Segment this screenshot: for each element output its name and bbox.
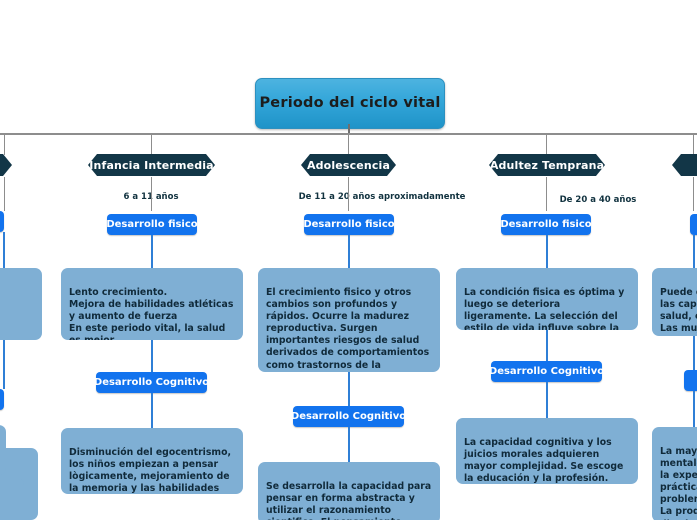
stage-2-stem-blue-3 xyxy=(348,427,350,462)
content-physical-adultez: La condición fisica es óptima y luego se… xyxy=(456,268,638,330)
pill-cognitive-0[interactable] xyxy=(0,389,4,410)
stage-0-stem-blue-2 xyxy=(3,340,5,389)
content-cognitive-adolescencia: Se desarrolla la capacidad para pensar e… xyxy=(258,462,440,520)
stage-2-stem-blue-2 xyxy=(348,372,350,406)
stage-2-stem-gray xyxy=(348,177,349,211)
stage-3-stem-gray xyxy=(546,177,547,211)
content-physical-right: Puede o las capa salud, e Las muj menopa xyxy=(652,268,697,336)
content-physical-infancia: Lento crecimiento. Mejora de habilidades… xyxy=(61,268,243,340)
content-cognitive-0b: oria. decible. xyxy=(0,478,24,520)
stage-0-stem-gray xyxy=(4,177,5,211)
stage-header-infancia-intermedia[interactable]: Infancia Intermedia xyxy=(88,154,215,176)
pill-cognitive-adolescencia[interactable]: Desarrollo Cognitivo xyxy=(290,406,407,427)
age-label-infancia-intermedia: 6 a 11 años xyxy=(123,192,179,202)
stage-3-stem-blue xyxy=(546,235,548,268)
age-label-adultez-temprana: De 20 a 40 años xyxy=(559,195,637,205)
stage-3-stem-blue-3 xyxy=(546,382,548,418)
stage-1-stem-gray xyxy=(151,177,152,211)
pill-label: Desarrollo Cognitivo xyxy=(93,377,210,388)
stage-0-stem-blue xyxy=(3,232,5,268)
content-physical-0: ariencia porales ad fina xyxy=(0,268,42,340)
pill-label: Desarrollo Cognitivo xyxy=(488,366,605,377)
stage-1-stem-blue xyxy=(151,235,153,268)
content-text: La mayo mentale la exper práctica proble… xyxy=(660,446,697,520)
stage-header-adolescencia[interactable]: Adolescencia xyxy=(301,154,396,176)
branch-drop-1 xyxy=(151,134,152,155)
branch-drop-4 xyxy=(693,134,694,155)
stage-3-stem-blue-2 xyxy=(546,330,548,361)
root-connector xyxy=(348,124,350,134)
pill-cognitive-right[interactable]: D xyxy=(684,370,697,391)
content-cognitive-right: La mayo mentale la exper práctica proble… xyxy=(652,427,697,520)
stage-header-right-partial[interactable]: A xyxy=(672,154,697,176)
stage-4-stem-blue-2 xyxy=(693,336,695,370)
branch-drop-3 xyxy=(546,134,547,155)
stage-4-stem-blue-3 xyxy=(693,391,695,427)
branch-drop-2 xyxy=(348,134,349,155)
content-text: Disminución del egocentrismo, los niños … xyxy=(69,447,232,494)
age-label-adolescencia: De 11 a 20 años aproximadamente xyxy=(298,192,466,202)
content-sliver-left xyxy=(0,425,6,475)
stage-1-stem-blue-2 xyxy=(151,340,153,372)
content-text: La capacidad cognitiva y los juicios mor… xyxy=(464,437,624,484)
content-text: El crecimiento fisico y otros cambios so… xyxy=(266,287,430,372)
pill-physical-infancia[interactable]: Desarrollo fisico xyxy=(106,214,198,235)
content-text: Puede o las capa salud, e Las muj menopa xyxy=(660,287,697,336)
pill-physical-0[interactable] xyxy=(0,211,4,232)
pill-label: Desarrollo fisico xyxy=(106,219,198,230)
content-physical-adolescencia: El crecimiento fisico y otros cambios so… xyxy=(258,268,440,372)
pill-cognitive-infancia[interactable]: Desarrollo Cognitivo xyxy=(93,372,210,393)
stage-header-left-partial[interactable] xyxy=(0,154,12,176)
stage-header-label: Infancia Intermedia xyxy=(89,158,214,172)
pill-physical-right[interactable] xyxy=(690,214,697,235)
branch-drop-0 xyxy=(4,134,5,155)
stage-1-stem-blue-3 xyxy=(151,393,153,428)
content-text: Se desarrolla la capacidad para pensar e… xyxy=(266,481,432,520)
pill-label: Desarrollo fisico xyxy=(303,219,395,230)
stage-4-stem-gray xyxy=(693,177,694,211)
stage-header-adultez-temprana[interactable]: Adultez Temprana xyxy=(489,154,605,176)
pill-label: Desarrollo Cognitivo xyxy=(290,411,407,422)
content-text: La condición fisica es óptima y luego se… xyxy=(464,287,625,330)
stage-2-stem-blue xyxy=(348,235,350,268)
content-cognitive-infancia: Disminución del egocentrismo, los niños … xyxy=(61,428,243,494)
pill-physical-adultez[interactable]: Desarrollo fisico xyxy=(500,214,592,235)
content-text: Lento crecimiento. Mejora de habilidades… xyxy=(69,287,234,340)
content-cognitive-adultez: La capacidad cognitiva y los juicios mor… xyxy=(456,418,638,484)
stage-header-label: Adultez Temprana xyxy=(489,158,605,172)
pill-label: Desarrollo fisico xyxy=(500,219,592,230)
root-title: Periodo del ciclo vital xyxy=(259,94,441,111)
stage-header-label: Adolescencia xyxy=(306,158,391,172)
pill-physical-adolescencia[interactable]: Desarrollo fisico xyxy=(303,214,395,235)
pill-cognitive-adultez[interactable]: Desarrollo Cognitivo xyxy=(488,361,605,382)
stage-4-stem-blue xyxy=(693,235,695,268)
root-node[interactable]: Periodo del ciclo vital xyxy=(255,78,445,129)
